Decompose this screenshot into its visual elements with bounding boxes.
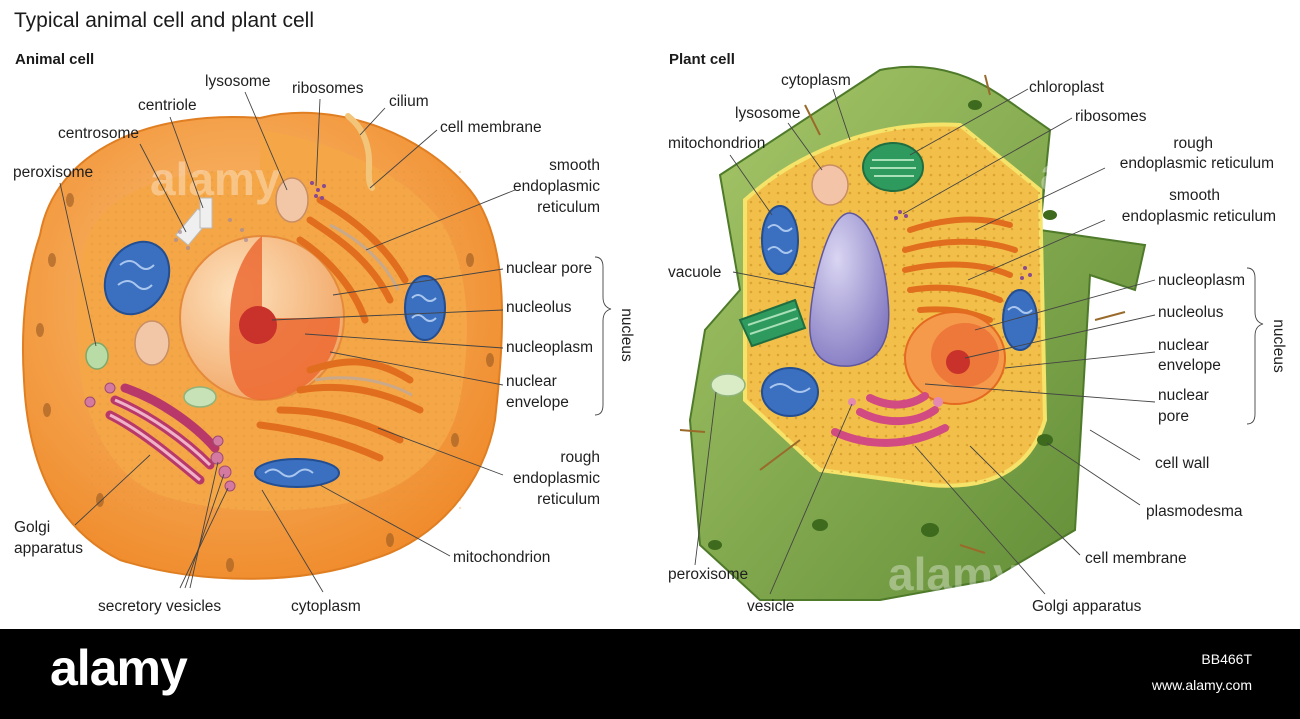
label-ribosomes: ribosomes: [292, 80, 364, 97]
label-nucleoplasm: nucleoplasm: [506, 339, 593, 356]
plant-label-smooth-er-1: smooth: [1169, 187, 1220, 204]
label-rough-er-2: endoplasmic: [513, 470, 600, 487]
label-nucleolus: nucleolus: [506, 299, 572, 316]
plant-label-ribosomes: ribosomes: [1075, 108, 1147, 125]
plant-labels: cytoplasm chloroplast lysosome ribosomes…: [668, 72, 1287, 615]
secretory-vesicles-shape: [84, 382, 236, 492]
watermark-1: alamy: [150, 153, 281, 205]
plant-label-vacuole: vacuole: [668, 264, 721, 281]
plant-mitochondrion-shape-2: [761, 367, 819, 417]
mitochondrion-shape-2: [404, 275, 446, 341]
plant-mitochondrion-shape-3: [1002, 289, 1038, 351]
plant-nucleolus-shape: [946, 350, 970, 374]
nucleoplasm-shape: [229, 236, 340, 400]
plant-label-smooth-er-2: endoplasmic reticulum: [1122, 208, 1276, 225]
label-lysosome: lysosome: [205, 73, 270, 90]
plant-label-peroxisome: peroxisome: [668, 566, 748, 583]
chloroplast-shape-2: [738, 298, 807, 348]
label-peroxisome: peroxisome: [13, 164, 93, 181]
plant-label-lysosome: lysosome: [735, 105, 800, 122]
watermark-2: alamy: [888, 548, 1019, 600]
label-centrosome: centrosome: [58, 125, 139, 142]
label-nuclear-envelope-1: nuclear: [506, 373, 557, 390]
label-golgi-2: apparatus: [14, 540, 83, 557]
plant-label-chloroplast: chloroplast: [1029, 79, 1105, 96]
mitochondrion-shape-1: [103, 240, 171, 316]
plant-label-cytoplasm: cytoplasm: [781, 72, 851, 89]
animal-nucleus-bracket: [594, 256, 612, 416]
plant-cell-heading: Plant cell: [669, 51, 735, 68]
plant-label-cell-membrane: cell membrane: [1085, 550, 1187, 567]
plant-peroxisome-shape: [710, 373, 746, 397]
label-nucleus: nucleus: [618, 308, 635, 362]
label-smooth-er-2: endoplasmic: [513, 178, 600, 195]
label-smooth-er-3: reticulum: [537, 199, 600, 216]
plant-label-nuclear-envelope-2: envelope: [1158, 357, 1221, 374]
lysosome-shape-2: [134, 320, 170, 366]
plant-golgi-shape: [831, 392, 949, 447]
watermark-3: alamy: [1040, 148, 1171, 200]
plant-mitochondrion-shape-1: [761, 205, 799, 275]
plant-nucleus-bracket: [1246, 267, 1264, 425]
label-centriole: centriole: [138, 97, 197, 114]
endoplasmic-reticulum-shape: [256, 196, 424, 462]
label-golgi-1: Golgi: [14, 519, 50, 536]
plant-cell: [679, 65, 1147, 601]
label-cytoplasm: cytoplasm: [291, 598, 361, 615]
plant-label-nucleolus: nucleolus: [1158, 304, 1224, 321]
footer-url[interactable]: www.alamy.com: [1151, 677, 1252, 693]
plant-er-shape: [902, 216, 1018, 323]
plant-label-rough-er-1: rough: [1173, 135, 1213, 152]
plant-label-nuclear-pore-2: pore: [1158, 408, 1189, 425]
plant-leader-lines: [694, 88, 1156, 595]
label-nuclear-envelope-2: envelope: [506, 394, 569, 411]
footer-logo: alamy: [50, 640, 188, 696]
mitochondrion-shape-3: [254, 458, 340, 488]
chloroplast-shape-1: [862, 142, 924, 192]
label-cilium: cilium: [389, 93, 429, 110]
image-id: BB466T: [1201, 651, 1252, 667]
footer-bar: alamy BB466T www.alamy.com: [0, 629, 1300, 719]
plant-label-vesicle: vesicle: [747, 598, 794, 615]
plant-label-nucleoplasm: nucleoplasm: [1158, 272, 1245, 289]
animal-leader-lines: [59, 91, 516, 593]
peroxisome-shape: [85, 342, 109, 370]
plant-label-cell-wall: cell wall: [1155, 455, 1209, 472]
plant-label-rough-er-2: endoplasmic reticulum: [1120, 155, 1274, 172]
label-cell-membrane: cell membrane: [440, 119, 542, 136]
plant-label-mitochondrion: mitochondrion: [668, 135, 765, 152]
vacuole-shape: [809, 212, 890, 367]
plant-label-nuclear-pore-1: nuclear: [1158, 387, 1209, 404]
label-rough-er-3: reticulum: [537, 491, 600, 508]
animal-labels: lysosome ribosomes centriole cilium cent…: [13, 73, 635, 615]
label-rough-er-1: rough: [560, 449, 600, 466]
plant-label-nuclear-envelope-1: nuclear: [1158, 337, 1209, 354]
plant-label-golgi: Golgi apparatus: [1032, 598, 1142, 615]
lysosome-shape-1: [275, 177, 309, 223]
animal-cell-heading: Animal cell: [15, 51, 95, 68]
plant-label-plasmodesma: plasmodesma: [1146, 503, 1243, 520]
label-nuclear-pore: nuclear pore: [506, 260, 592, 277]
label-secretory-vesicles: secretory vesicles: [98, 598, 221, 615]
plant-lysosome-shape: [811, 164, 849, 206]
plant-label-nucleus: nucleus: [1270, 319, 1287, 373]
page-title: Typical animal cell and plant cell: [14, 9, 314, 32]
nucleolus-shape: [239, 306, 277, 344]
label-mitochondrion: mitochondrion: [453, 549, 550, 566]
label-smooth-er-1: smooth: [549, 157, 600, 174]
cell-diagram: alamy alamy alamy: [13, 65, 1287, 615]
